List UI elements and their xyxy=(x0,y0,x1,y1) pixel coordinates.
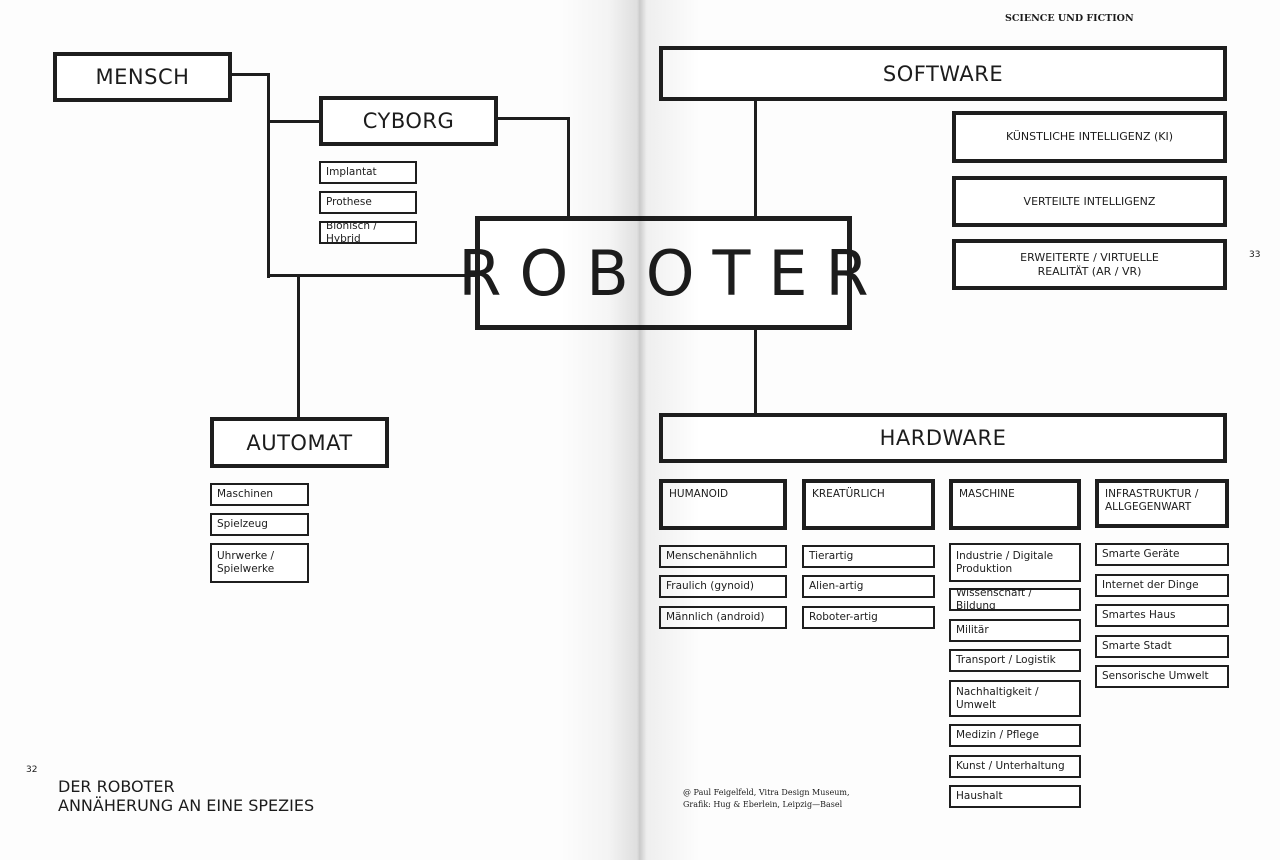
node-cyborg: CYBORG xyxy=(319,96,498,146)
kreaturlich-item: Alien-artig xyxy=(802,575,935,598)
connector-line xyxy=(567,117,570,218)
cyborg-item: Bionisch / Hybrid xyxy=(319,220,417,245)
footer-title: DER ROBOTER xyxy=(58,777,175,796)
automat-item: Spielzeug xyxy=(210,513,309,536)
page-number-right: 33 xyxy=(1249,250,1261,260)
maschine-item: Haushalt xyxy=(949,785,1081,808)
infrastruktur-item: Internet der Dinge xyxy=(1095,574,1229,597)
automat-item: Maschinen xyxy=(210,483,309,506)
node-mensch: MENSCH xyxy=(53,52,232,102)
software-item: ERWEITERTE / VIRTUELLE REALITÄT (AR / VR… xyxy=(952,239,1227,290)
footer-subtitle: ANNÄHERUNG AN EINE SPEZIES xyxy=(58,796,315,815)
hardware-category-kreaturlich: KREATÜRLICH xyxy=(802,479,935,530)
connector-line xyxy=(267,274,477,277)
cyborg-item: Prothese xyxy=(319,191,417,214)
maschine-item: Industrie / Digitale Produktion xyxy=(949,543,1081,582)
running-title: SCIENCE UND FICTION xyxy=(1005,13,1134,24)
connector-line xyxy=(297,276,300,419)
maschine-item: Medizin / Pflege xyxy=(949,724,1081,747)
infrastruktur-item: Smarte Stadt xyxy=(1095,635,1229,658)
credit-line-1: @ Paul Feigelfeld, Vitra Design Museum, xyxy=(683,788,850,797)
page-number-left: 32 xyxy=(26,765,38,775)
software-item: VERTEILTE INTELLIGENZ xyxy=(952,176,1227,227)
node-hardware: HARDWARE xyxy=(659,413,1227,463)
connector-line xyxy=(754,327,757,415)
hardware-category-maschine: MASCHINE xyxy=(949,479,1081,530)
credit-line-2: Grafik: Hug & Eberlein, Leipzig—Basel xyxy=(683,800,843,809)
hardware-category-humanoid: HUMANOID xyxy=(659,479,787,530)
maschine-item: Kunst / Unterhaltung xyxy=(949,755,1081,778)
hardware-category-infrastruktur: INFRASTRUKTUR / ALLGEGENWART xyxy=(1095,479,1229,528)
humanoid-item: Männlich (android) xyxy=(659,606,787,629)
maschine-item: Militär xyxy=(949,619,1081,642)
infrastruktur-item: Smartes Haus xyxy=(1095,604,1229,627)
node-automat: AUTOMAT xyxy=(210,417,389,468)
connector-line xyxy=(754,98,757,218)
maschine-item: Wissenschaft / Bildung xyxy=(949,587,1081,612)
infrastruktur-item: Sensorische Umwelt xyxy=(1095,665,1229,688)
connector-line xyxy=(229,73,270,76)
connector-line xyxy=(495,117,570,120)
automat-item: Uhrwerke / Spielwerke xyxy=(210,543,309,583)
infrastruktur-item: Smarte Geräte xyxy=(1095,543,1229,566)
cyborg-item: Implantat xyxy=(319,161,417,184)
maschine-item: Nachhaltigkeit / Umwelt xyxy=(949,680,1081,717)
humanoid-item: Menschenähnlich xyxy=(659,545,787,568)
connector-line xyxy=(267,120,321,123)
humanoid-item: Fraulich (gynoid) xyxy=(659,575,787,598)
software-item: KÜNSTLICHE INTELLIGENZ (KI) xyxy=(952,111,1227,163)
kreaturlich-item: Tierartig xyxy=(802,545,935,568)
maschine-item: Transport / Logistik xyxy=(949,649,1081,672)
node-roboter: ROBOTER xyxy=(458,216,869,330)
node-software: SOFTWARE xyxy=(659,46,1227,101)
connector-line xyxy=(267,73,270,278)
kreaturlich-item: Roboter-artig xyxy=(802,606,935,629)
